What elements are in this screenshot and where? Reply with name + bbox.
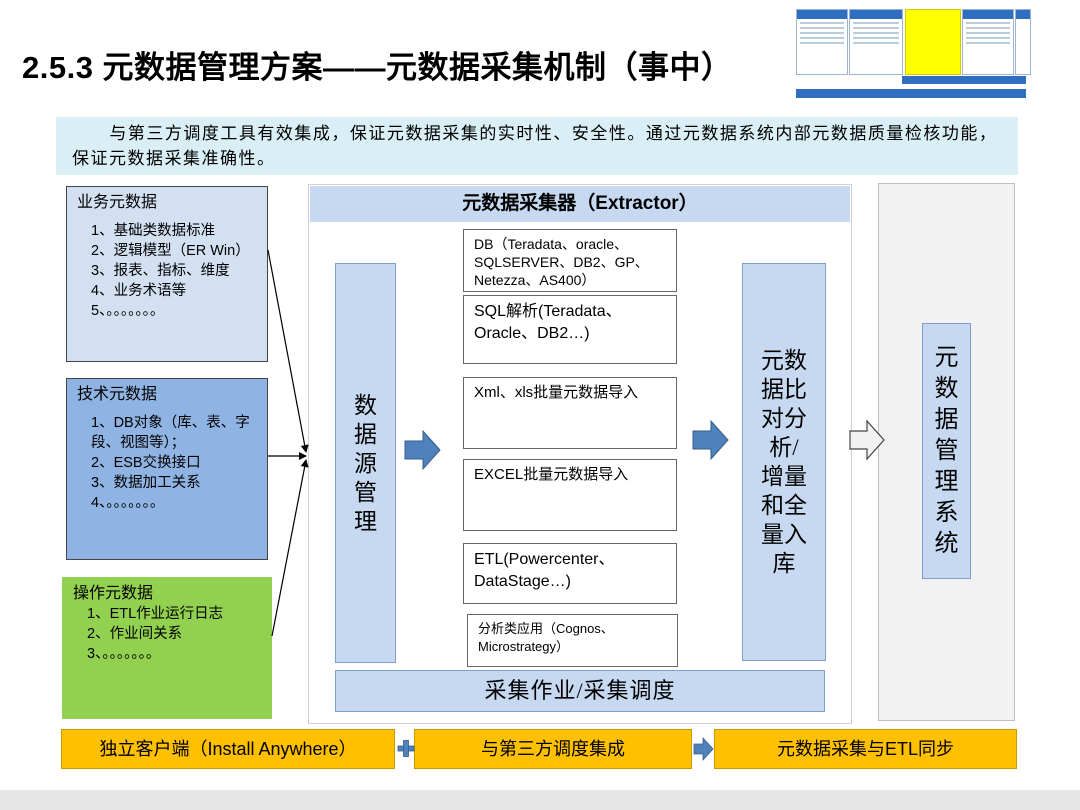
- technical-metadata-header: 技术元数据: [77, 386, 158, 403]
- source-db: DB（Teradata、oracle、SQLSERVER、DB2、GP、Nete…: [463, 229, 677, 292]
- source-analytics: 分析类应用（Cognos、Microstrategy）: [467, 614, 678, 667]
- list-item: 4、业务术语等: [91, 283, 187, 299]
- thumb-col-monitor: [849, 9, 903, 75]
- thumb-col-standards: [796, 9, 848, 75]
- thumb-col-etl: [962, 9, 1014, 75]
- source-etl: ETL(Powercenter、DataStage…): [463, 543, 677, 604]
- business-metadata-box: 业务元数据 1、基础类数据标准 2、逻辑模型（ER Win） 3、报表、指标、维…: [66, 186, 268, 362]
- intro-text: 与第三方调度工具有效集成，保证元数据采集的实时性、安全性。通过元数据系统内部元数…: [72, 124, 998, 168]
- datasource-management-label: 数据源管理: [353, 392, 377, 534]
- footer-band: [0, 790, 1080, 810]
- compare-load-label: 元数据比对分析/增量和全量入库: [761, 348, 807, 576]
- intro-text-box: 与第三方调度工具有效集成，保证元数据采集的实时性、安全性。通过元数据系统内部元数…: [56, 117, 1018, 175]
- list-item: 3、。。。。。。。: [87, 646, 161, 662]
- list-item: 1、ETL作业运行日志: [87, 606, 224, 622]
- collection-schedule-bar: 采集作业/采集调度: [335, 670, 825, 712]
- metadata-management-system-box: 元数据管理系统: [922, 323, 971, 579]
- thumb-band-platform: [902, 76, 1026, 84]
- right-arrow-icon: [692, 419, 729, 461]
- technical-metadata-box: 技术元数据 1、DB对象（库、表、字段、视图等）； 2、ESB交换接口 3、数据…: [66, 378, 268, 560]
- thumb-band-guarantee: [796, 89, 1026, 98]
- etl-sync-box: 元数据采集与ETL同步: [714, 729, 1017, 769]
- overview-thumbnail: [796, 9, 1032, 101]
- converge-line-business: [267, 249, 309, 453]
- right-arrow-icon: [693, 736, 714, 762]
- operational-metadata-header: 操作元数据: [73, 585, 154, 602]
- thumb-col-share: [1015, 9, 1031, 75]
- list-item: 2、ESB交换接口: [91, 455, 201, 471]
- thumb-col-highlight: [905, 9, 961, 75]
- list-item: 2、作业间关系: [87, 626, 183, 642]
- list-item: 1、基础类数据标准: [91, 223, 216, 239]
- extractor-title: 元数据采集器（Extractor）: [310, 186, 850, 222]
- metadata-management-system-label: 元数据管理系统: [934, 344, 959, 557]
- list-item: 4、。。。。。。。: [91, 495, 165, 511]
- business-metadata-header: 业务元数据: [77, 194, 158, 211]
- source-xml-xls: Xml、xls批量元数据导入: [463, 377, 677, 449]
- compare-load-column: 元数据比对分析/增量和全量入库: [742, 263, 826, 661]
- list-item: 1、DB对象（库、表、字段、视图等）；: [91, 415, 250, 451]
- list-item: 5、。。。。。。。: [91, 303, 165, 319]
- right-arrow-icon: [849, 419, 885, 461]
- datasource-management-column: 数据源管理: [335, 263, 396, 663]
- source-excel: EXCEL批量元数据导入: [463, 459, 677, 531]
- source-sql-parse: SQL解析(Teradata、Oracle、DB2…): [463, 295, 677, 364]
- third-party-integration-box: 与第三方调度集成: [414, 729, 692, 769]
- plus-icon: [397, 740, 415, 757]
- operational-metadata-box: 操作元数据 1、ETL作业运行日志 2、作业间关系 3、。。。。。。。: [62, 577, 272, 719]
- right-arrow-icon: [404, 429, 441, 471]
- list-item: 3、报表、指标、维度: [91, 263, 230, 279]
- list-item: 3、数据加工关系: [91, 475, 201, 491]
- standalone-client-box: 独立客户端（Install Anywhere）: [61, 729, 395, 769]
- converge-line-operational: [271, 459, 309, 637]
- page-title: 2.5.3 元数据管理方案——元数据采集机制（事中）: [22, 50, 733, 85]
- list-item: 2、逻辑模型（ER Win）: [91, 243, 250, 259]
